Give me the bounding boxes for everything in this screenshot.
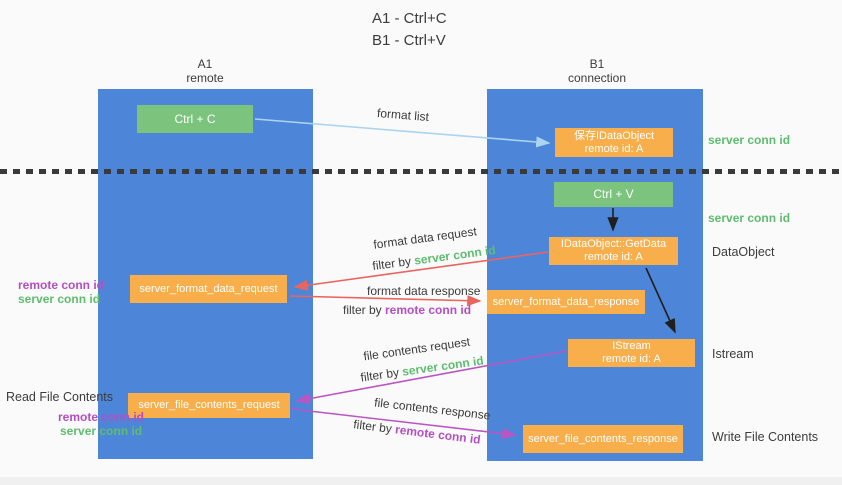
arrow-format-data-request	[293, 251, 549, 291]
right-column-header: B1 connection	[547, 57, 647, 85]
node-server-format-data-request: server_format_data_request	[130, 275, 287, 303]
node-server-file-contents-request: server_file_contents_request	[128, 393, 290, 418]
istream-label: Istream	[712, 347, 754, 361]
node-istream-remote-id: remote id: A	[602, 353, 661, 365]
node-save-idataobject-remote-id: remote id: A	[584, 142, 644, 155]
arrow-file-contents-response	[291, 408, 517, 440]
arrow-getdata-to-istream	[645, 267, 676, 334]
remote-conn-id-text: remote conn id	[385, 303, 472, 317]
read-file-contents-label: Read File Contents	[6, 390, 114, 404]
arrow-format-list	[254, 118, 551, 148]
left-server-conn-id-label-1: server conn id	[18, 292, 101, 306]
node-ctrl-c-label: Ctrl + C	[174, 111, 216, 126]
node-save-idataobject: 保存IDataObject remote id: A	[555, 128, 673, 157]
title-line-b1: B1 - Ctrl+V	[372, 32, 446, 49]
left-column-name: A1	[197, 57, 213, 71]
filter-by-text: filter by	[343, 303, 386, 317]
node-getdata-remote-id: remote id: A	[584, 251, 643, 263]
node-format-response-label: server_format_data_response	[492, 295, 640, 308]
label-format-data-response: format data response	[367, 284, 481, 298]
dotted-separator-line	[0, 169, 842, 174]
write-file-contents-label: Write File Contents	[712, 430, 819, 444]
node-file-request-label: server_file_contents_request	[138, 399, 280, 411]
dataobject-label: DataObject	[712, 245, 775, 259]
arrow-file-contents-request	[295, 350, 567, 405]
node-save-idataobject-title: 保存IDataObject	[573, 129, 655, 142]
node-server-file-contents-response: server_file_contents_response	[523, 425, 683, 453]
left-column-header: A1 remote	[155, 57, 255, 85]
right-server-conn-id-label-2: server conn id	[708, 211, 791, 225]
node-getdata-title: IDataObject::GetData	[560, 238, 667, 250]
title-line-a1: A1 - Ctrl+C	[372, 10, 447, 27]
left-remote-conn-id-label-1: remote conn id	[18, 278, 105, 292]
node-ctrl-c: Ctrl + C	[137, 105, 253, 133]
label-filter-by-remote-conn-id-1: filter by remote conn id	[343, 303, 471, 317]
node-ctrl-v-label: Ctrl + V	[593, 187, 634, 201]
diagram-title: A1 - Ctrl+C B1 - Ctrl+V	[372, 8, 447, 52]
node-file-response-label: server_file_contents_response	[528, 432, 678, 445]
node-istream: IStream remote id: A	[568, 339, 695, 367]
node-server-format-data-response: server_format_data_response	[487, 290, 645, 314]
node-istream-title: IStream	[612, 340, 651, 352]
node-idataobject-getdata: IDataObject::GetData remote id: A	[549, 237, 678, 265]
right-column-role: connection	[567, 71, 627, 85]
node-ctrl-v: Ctrl + V	[554, 182, 673, 207]
bottom-strip	[0, 477, 842, 485]
arrow-format-data-response	[289, 295, 482, 307]
left-column-role: remote	[186, 71, 224, 85]
left-server-conn-id-label-2: server conn id	[60, 424, 143, 438]
node-format-request-label: server_format_data_request	[139, 282, 278, 295]
right-column-name: B1	[589, 57, 605, 71]
left-remote-conn-id-label-2: remote conn id	[58, 410, 145, 424]
right-server-conn-id-label-1: server conn id	[708, 133, 791, 147]
